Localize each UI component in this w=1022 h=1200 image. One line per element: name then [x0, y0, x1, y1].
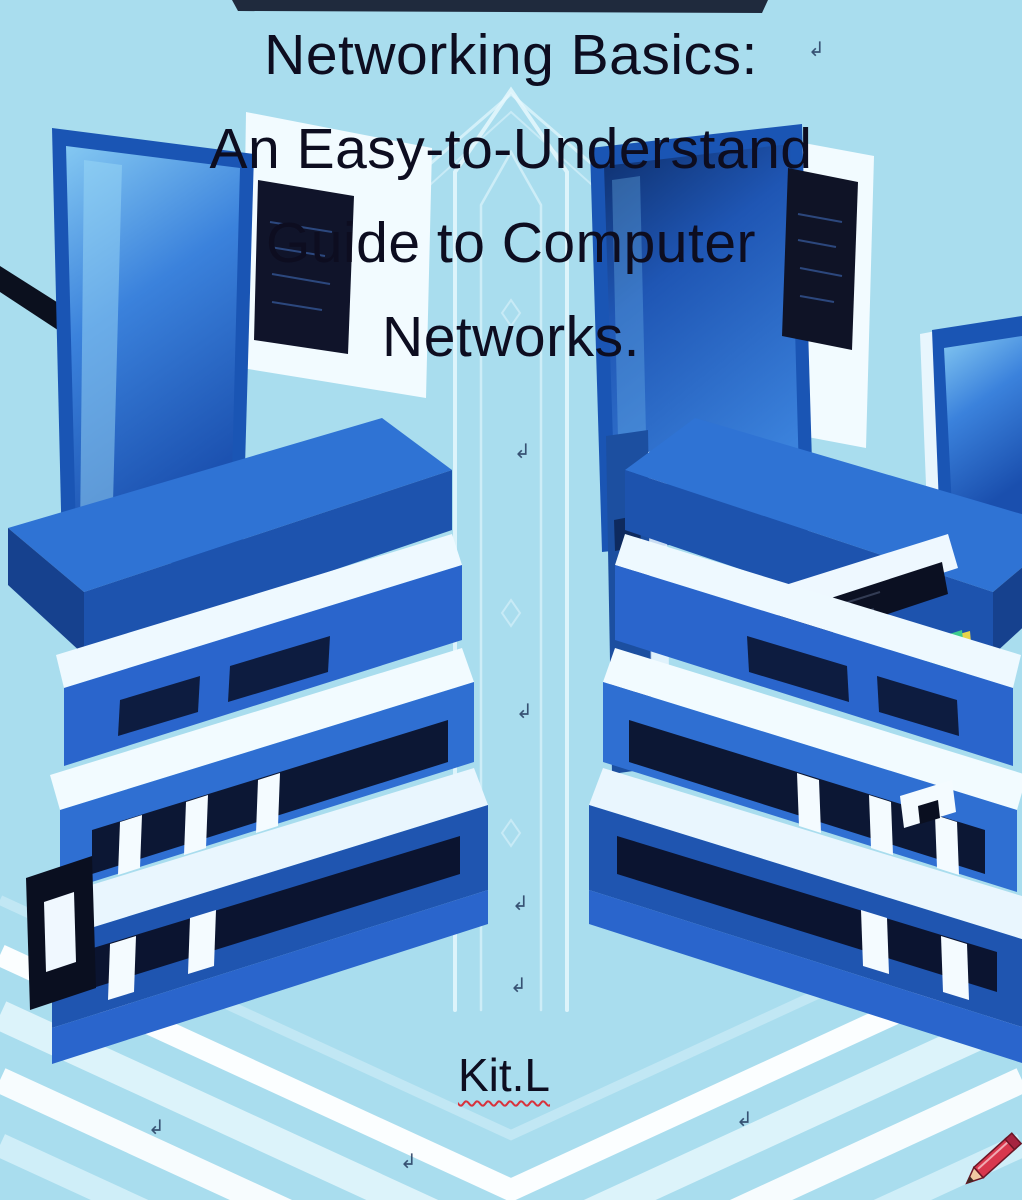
title-line-3: Guide to Computer	[265, 211, 757, 275]
title-line-4: Networks.	[382, 305, 640, 369]
left-monitor	[52, 128, 254, 570]
cursor-mark-icon: ↲	[148, 1117, 165, 1139]
top-dark-strip	[232, 0, 768, 13]
cursor-mark-icon: ↲	[736, 1109, 753, 1131]
right-server-stack	[589, 124, 1022, 1064]
author-wrap: Kit.L	[0, 1048, 1008, 1102]
pencil-icon	[965, 1132, 1022, 1185]
book-title: Networking Basics: An Easy-to-Understand…	[0, 8, 1022, 384]
title-line-2: An Easy-to-Understand	[209, 117, 813, 181]
cursor-mark-icon: ↲	[808, 39, 825, 61]
cursor-marks: ↲ ↲ ↲ ↲ ↲ ↲ ↲ ↲	[148, 39, 825, 1173]
cursor-mark-icon: ↲	[516, 701, 533, 723]
far-right-monitor	[920, 316, 1022, 544]
cursor-mark-icon: ↲	[400, 1151, 417, 1173]
author-name: Kit.L	[457, 1049, 551, 1101]
cursor-mark-icon: ↲	[510, 975, 527, 997]
cursor-mark-icon: ↲	[512, 893, 529, 915]
left-server-stack	[8, 112, 488, 1064]
cursor-mark-icon: ↲	[514, 441, 531, 463]
title-line-1: Networking Basics:	[264, 23, 758, 87]
